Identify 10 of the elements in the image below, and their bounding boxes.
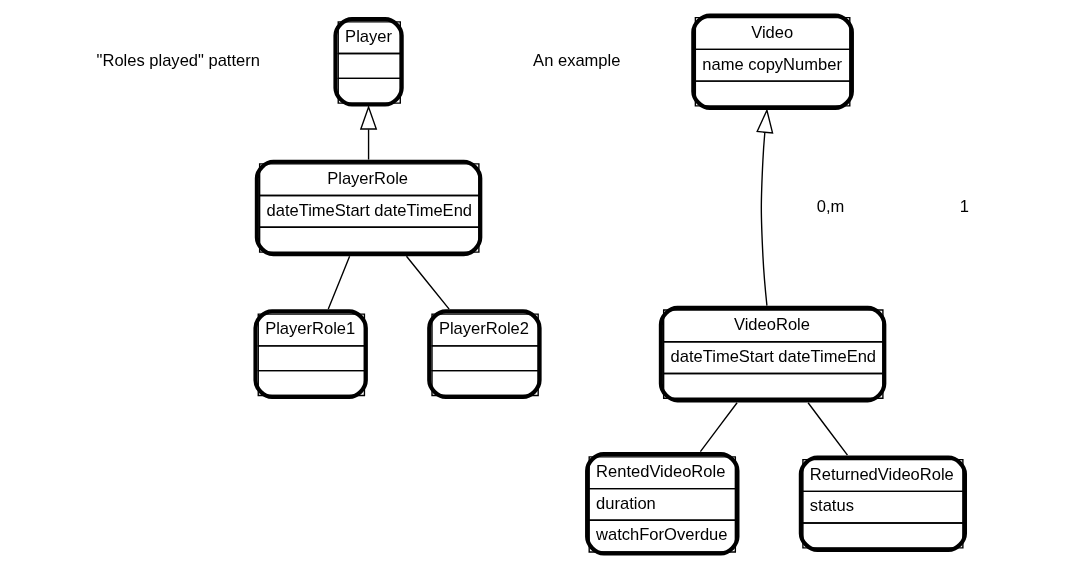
label: "Roles played" pattern [96,51,260,71]
arrow [359,104,378,161]
label: An example [533,51,621,71]
connector [699,402,738,453]
connector [327,255,351,310]
connector [807,402,849,456]
label: 1 [959,197,969,217]
label: 0,m [816,197,845,217]
connector [405,255,450,310]
arrow [756,108,774,307]
